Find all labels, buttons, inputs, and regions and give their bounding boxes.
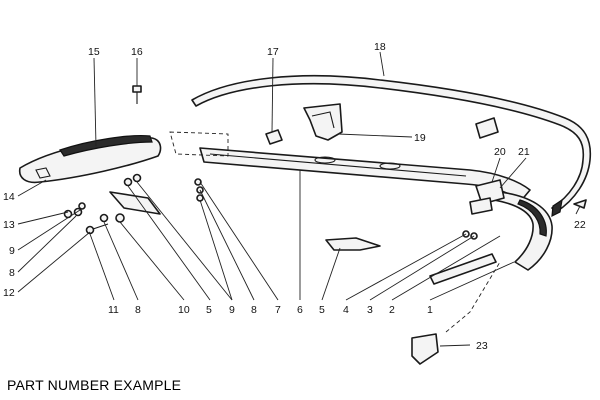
callout-23: 23	[476, 340, 488, 352]
callout-5-left: 5	[206, 304, 212, 316]
part-20-21-corner-bracket	[469, 179, 505, 215]
callout-7: 7	[275, 304, 281, 316]
callout-19: 19	[414, 132, 426, 144]
callout-10: 10	[178, 304, 190, 316]
callout-1: 1	[427, 304, 433, 316]
callout-labels: 15 16 17 18 19 20 21 22 23 14 13 9 8 12 …	[3, 41, 586, 352]
alignment-guide	[169, 131, 229, 157]
callout-8-right: 8	[251, 304, 257, 316]
callout-6: 6	[297, 304, 303, 316]
caption-text: PART NUMBER EXAMPLE	[7, 377, 182, 393]
part-upper-right-clip	[475, 117, 499, 139]
callout-11: 11	[108, 304, 119, 316]
left-fastener-stack	[63, 173, 204, 235]
callout-2: 2	[389, 304, 395, 316]
callout-20: 20	[494, 146, 506, 158]
callout-16: 16	[131, 46, 143, 58]
part-23-lower-bracket	[411, 261, 501, 365]
part-16-bolt	[132, 85, 142, 104]
callout-15: 15	[88, 46, 100, 58]
callout-22: 22	[574, 219, 586, 231]
callout-9-bottom: 9	[229, 304, 235, 316]
part-18-moulding-strip	[191, 74, 592, 218]
callout-17: 17	[267, 46, 279, 58]
callout-14: 14	[3, 191, 15, 203]
callout-21: 21	[518, 146, 530, 158]
part-19-bracket	[303, 103, 343, 141]
callout-12: 12	[3, 287, 15, 299]
part-bumper-right-end	[493, 191, 553, 271]
part-17-clip	[265, 129, 283, 145]
leader-lines	[17, 51, 581, 347]
callout-8-left: 8	[9, 267, 15, 279]
callout-3: 3	[367, 304, 373, 316]
callout-9-left: 9	[9, 245, 15, 257]
part-22-clip	[573, 199, 587, 209]
part-5-right-bracket	[325, 237, 381, 251]
part-1-2-lower-strip	[429, 230, 497, 285]
callout-5-right: 5	[319, 304, 325, 316]
part-15-left-end-piece	[18, 135, 162, 184]
callout-13: 13	[3, 219, 15, 231]
callout-4: 4	[343, 304, 349, 316]
callout-18: 18	[374, 41, 386, 53]
callout-8-bottom: 8	[135, 304, 141, 316]
